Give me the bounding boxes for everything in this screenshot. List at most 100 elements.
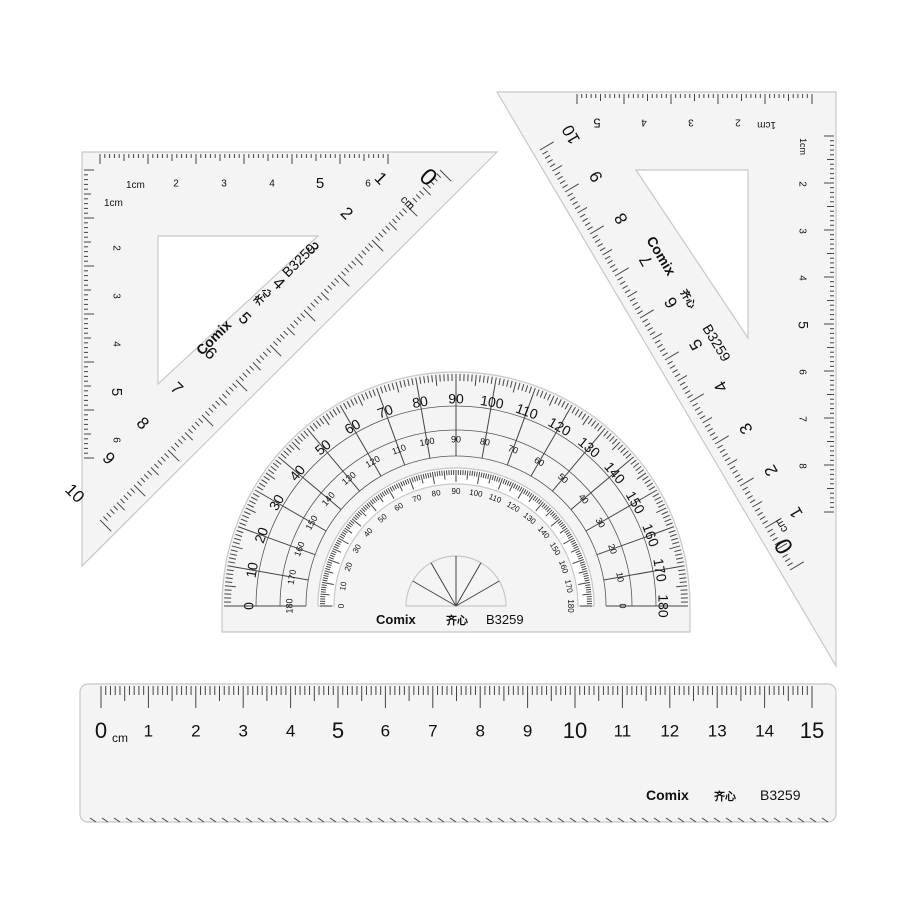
right-hyp-tick xyxy=(757,511,763,516)
protractor-slot xyxy=(317,467,595,607)
protractor-inner-tick xyxy=(402,480,406,486)
protractor-inner-tick xyxy=(341,531,347,536)
protractor-outer-tick xyxy=(379,386,384,394)
left-hyp-tick xyxy=(150,467,160,476)
left-hyp-tick xyxy=(245,369,251,375)
left-hyp-tick xyxy=(157,460,163,466)
right-hyp-tick xyxy=(734,474,741,479)
protractor-outer-tick xyxy=(594,427,606,441)
protractor-inner-tick xyxy=(328,559,340,565)
left-hyp-tick xyxy=(334,278,340,284)
protractor-outer-tick xyxy=(294,438,301,445)
protractor-inner-tick xyxy=(345,525,351,530)
ruler-edge-mark xyxy=(773,817,781,823)
protractor-outer-tick xyxy=(536,389,540,397)
right-hyp-tick xyxy=(747,495,753,500)
protractor-inner-tick xyxy=(572,559,584,565)
protractor-outer-tick xyxy=(630,459,637,465)
right-top-label-4: 4 xyxy=(641,116,647,127)
protractor-inner-tick xyxy=(487,473,490,480)
right-hyp-tick xyxy=(709,432,716,437)
right-hyp-tick xyxy=(697,411,703,416)
left-hyp-tick xyxy=(429,180,435,186)
ruler-edge-mark xyxy=(293,817,301,823)
left-hyp-tick xyxy=(215,400,221,406)
protractor-outer-tick xyxy=(226,573,234,576)
left-hyp-tick xyxy=(174,442,180,448)
protractor-inner-label-90: 90 xyxy=(451,434,461,444)
protractor-outer-tick xyxy=(224,585,236,588)
protractor-outer-label-30: 30 xyxy=(266,491,288,513)
right-hyp-tick xyxy=(564,183,580,193)
protractor-inner-tick xyxy=(326,563,332,566)
protractor-outer-tick xyxy=(636,472,647,480)
protractor-outer-tick xyxy=(675,557,684,560)
protractor-outer-tick xyxy=(261,479,268,484)
ruler-number-12: 12 xyxy=(660,721,679,740)
right-hyp-tick xyxy=(729,465,736,470)
protractor-outer-tick xyxy=(664,518,672,523)
protractor-inner-tick xyxy=(429,472,432,478)
right-hyp-tick xyxy=(582,217,588,222)
protractor-inner-tick xyxy=(551,512,556,518)
protractor-inner-tick xyxy=(351,518,362,527)
left-hyp-tick xyxy=(181,435,187,441)
protractor-inner-tick xyxy=(400,481,404,487)
protractor-inner-tick xyxy=(323,572,330,575)
right-hyp-tick xyxy=(639,309,655,319)
straight-ruler-body xyxy=(79,683,837,823)
protractor-radial xyxy=(316,440,360,492)
right-hyp-tick xyxy=(739,477,755,487)
protractor-inner-tick xyxy=(427,472,430,478)
protractor-outer-tick xyxy=(343,402,348,410)
left-hyp-tick xyxy=(388,222,398,231)
protractor-outer-tick xyxy=(268,469,275,475)
protractor-outer-tick xyxy=(250,496,258,501)
right-side-unit: 1cm xyxy=(798,138,808,155)
right-hyp-tick xyxy=(662,352,668,357)
protractor-inner-tick xyxy=(339,535,344,539)
protractor-outer-tick xyxy=(372,389,376,397)
protractor-radial xyxy=(570,466,622,510)
left-hyp-tick xyxy=(143,474,149,480)
protractor-outer-tick xyxy=(674,549,682,553)
left-hyp-tick xyxy=(358,253,363,259)
protractor-outer-tick xyxy=(225,581,233,583)
protractor-inner-tick xyxy=(488,474,492,484)
right-hyp-tick xyxy=(669,364,676,369)
protractor-inner-tick xyxy=(493,475,497,481)
ruler-edge-mark xyxy=(233,817,241,823)
protractor-outer-label-60: 60 xyxy=(342,416,364,438)
protractor-centre-line xyxy=(430,562,457,607)
right-hyp-tick xyxy=(784,558,791,563)
protractor-inner-tick xyxy=(583,574,589,578)
protractor-inner-tick xyxy=(498,477,501,483)
protractor-inner-tick xyxy=(324,570,334,574)
protractor-inner-tick xyxy=(331,550,337,554)
protractor-inner-tick xyxy=(466,470,469,480)
right-hyp-tick xyxy=(657,343,663,348)
protractor-outer-tick xyxy=(247,503,254,508)
protractor-inner-tick xyxy=(383,490,388,496)
protractor-inner-tick xyxy=(571,541,577,545)
left-side-label-5: 5 xyxy=(108,388,125,396)
protractor-outer-tick xyxy=(231,545,243,550)
protractor-outer-label-170: 170 xyxy=(650,557,670,583)
protractor-outer-tick xyxy=(252,493,260,498)
right-hyp-tick xyxy=(547,159,553,164)
protractor-outer-tick xyxy=(275,459,282,465)
protractor-outer-tick xyxy=(243,511,251,515)
left-hyp-tick xyxy=(279,334,285,340)
left-hyp-tick xyxy=(313,299,319,305)
ruler-edge-mark xyxy=(341,817,349,823)
left-hyp-tick xyxy=(137,481,142,487)
protractor-outer-tick xyxy=(280,453,287,459)
protractor-ring-label-110: 110 xyxy=(488,492,504,505)
protractor-inner-tick xyxy=(356,512,361,518)
ruler-edge-mark xyxy=(245,817,253,823)
protractor-outer-tick xyxy=(578,411,583,418)
protractor-brand-logo: Comix xyxy=(376,612,417,627)
ruler-number-1: 1 xyxy=(144,721,153,740)
left-hyp-tick xyxy=(171,446,176,452)
ruler-edge-mark xyxy=(149,817,157,823)
